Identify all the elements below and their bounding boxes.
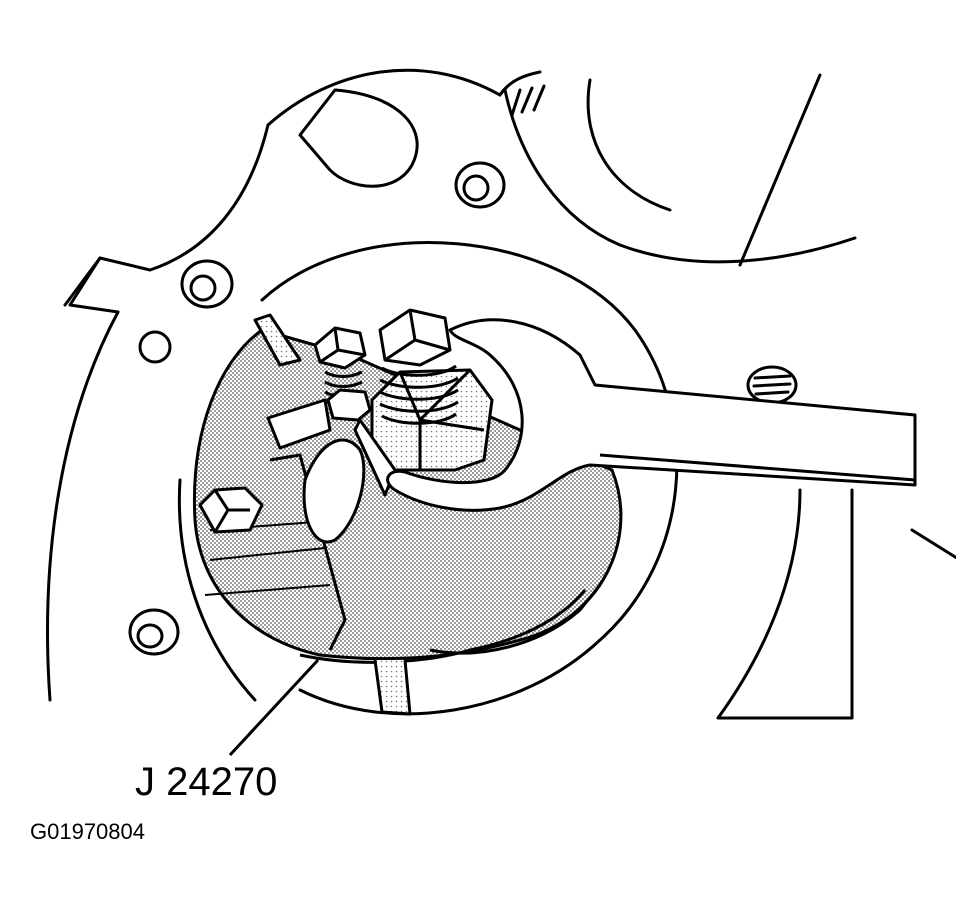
bolt-cluster	[266, 308, 494, 497]
bolt-hole-lower-left	[128, 608, 180, 656]
top-boss	[298, 88, 419, 188]
bolt-hole-upper	[454, 161, 506, 209]
bolt-hole-left	[138, 330, 172, 364]
center-opening	[302, 438, 366, 544]
tool-callout-label: J 24270	[135, 760, 278, 804]
callout-leader	[228, 658, 320, 757]
engine-block-outline	[46, 68, 956, 720]
threaded-stud-right	[746, 365, 798, 405]
hex-bolt-left	[198, 486, 264, 534]
bolt-hole-left-upper	[180, 259, 234, 309]
figure-id-label: G01970804	[30, 819, 145, 844]
wrench	[386, 318, 917, 512]
